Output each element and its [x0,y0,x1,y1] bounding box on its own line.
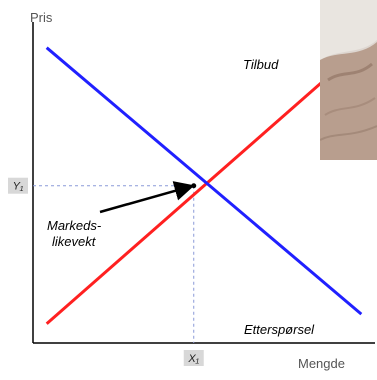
annotation-arrow [99,181,195,214]
equilibrium-point [191,183,197,189]
y-tick-box [8,177,28,194]
y-axis-label: Pris [30,10,53,25]
x-axis-label: Mengde [298,356,345,371]
y-tick-label: Y₁ [13,181,24,193]
annotation-line-1: Markeds- [47,218,102,233]
x-tick-label: X₁ [187,353,199,365]
supply-line [45,46,363,325]
photo-thumbnail-icon [320,0,377,160]
equilibrium-annotation: Markeds- likevekt [47,218,105,249]
series-label-demand: Etterspørsel [244,322,315,337]
x-tick-box [183,350,204,366]
series-label-supply: Tilbud [243,57,279,72]
annotation-line-2: likevekt [52,234,97,249]
demand-line [45,46,363,316]
